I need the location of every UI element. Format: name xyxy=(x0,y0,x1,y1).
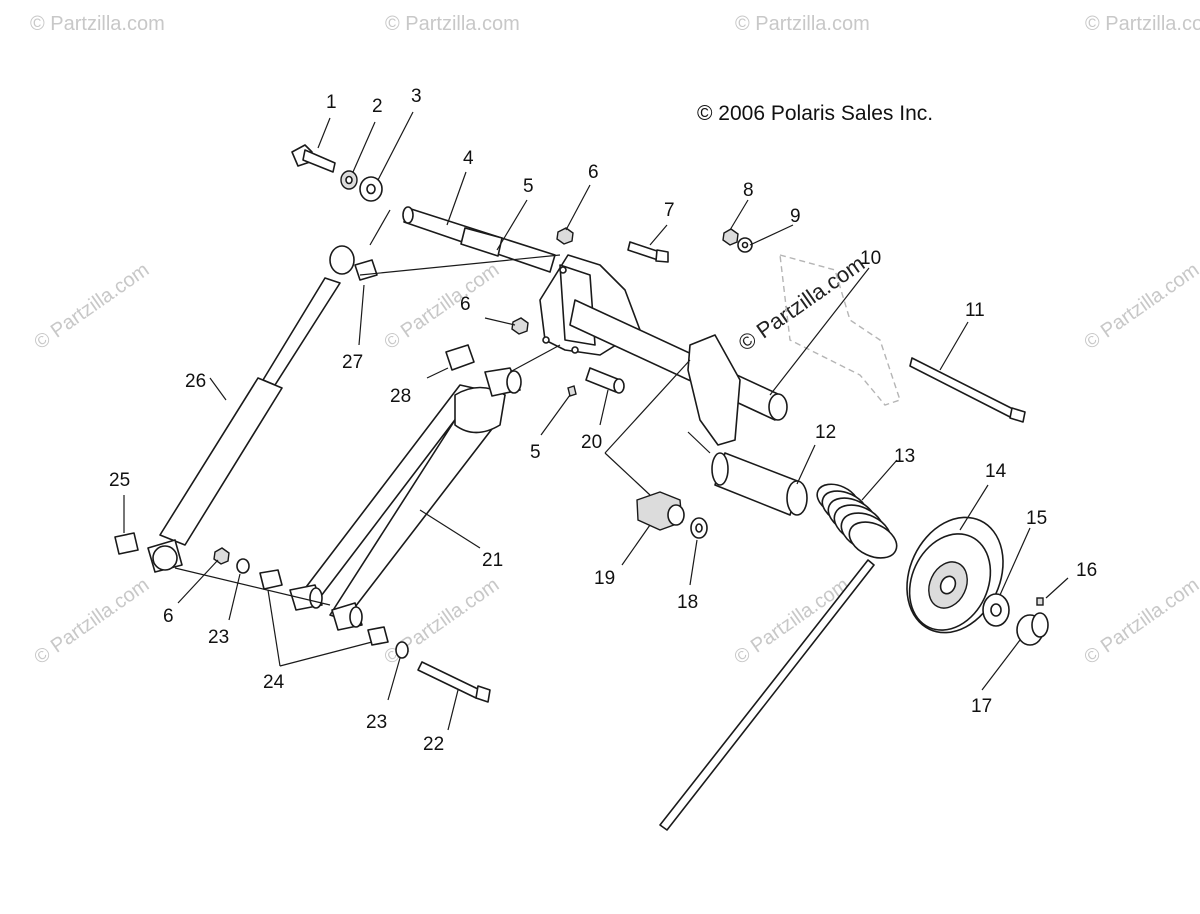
part-bolt-7 xyxy=(627,241,669,263)
callout-labels: 1 2 3 4 5 6 7 8 9 10 11 12 13 14 15 16 1… xyxy=(109,86,1097,755)
part-bushing-28 xyxy=(445,344,475,371)
watermark: © Partzilla.com xyxy=(1085,13,1200,35)
callout-9: 9 xyxy=(790,206,801,227)
callout-11: 11 xyxy=(965,300,985,321)
part-setscrew-16 xyxy=(1036,597,1044,606)
leader-lines xyxy=(123,111,1069,731)
watermark: © Partzilla.com xyxy=(730,574,853,669)
part-pin-20 xyxy=(585,367,625,394)
callout-1: 1 xyxy=(326,92,337,113)
part-bushing-top xyxy=(484,367,522,397)
part-bushing-24b xyxy=(367,626,389,646)
callout-5: 5 xyxy=(523,176,534,197)
part-nut-6b xyxy=(511,317,529,335)
part-sleeve-12 xyxy=(711,452,808,516)
part-spring-13 xyxy=(659,483,898,831)
callout-18: 18 xyxy=(677,592,698,613)
watermark: © Partzilla.com xyxy=(1080,259,1200,354)
callout-3: 3 xyxy=(411,86,422,107)
watermark: © Partzilla.com xyxy=(30,259,153,354)
watermark: © Partzilla.com xyxy=(1080,574,1200,669)
callout-20: 20 xyxy=(581,432,602,453)
callout-15: 15 xyxy=(1026,508,1047,529)
callout-28: 28 xyxy=(390,386,411,407)
watermark-center: © Partzilla.com xyxy=(734,251,870,357)
watermark: © Partzilla.com xyxy=(380,259,503,354)
callout-23: 23 xyxy=(208,627,229,648)
callout-27: 27 xyxy=(342,352,363,373)
part-bolt-11 xyxy=(909,357,1026,423)
part-bushing-27 xyxy=(354,259,378,281)
callout-14: 14 xyxy=(985,461,1007,482)
callout-8: 8 xyxy=(743,180,754,201)
part-fitting-5 xyxy=(567,385,577,397)
callout-19: 19 xyxy=(594,568,615,589)
callout-24: 24 xyxy=(263,672,285,693)
callout-26: 26 xyxy=(185,371,206,392)
watermark: © Partzilla.com xyxy=(735,13,870,35)
part-bushing-arm-b xyxy=(331,602,363,631)
callout-13: 13 xyxy=(894,446,915,467)
part-shaft-4 xyxy=(402,206,556,273)
part-bushing-25 xyxy=(114,532,139,555)
part-bushing-24a xyxy=(259,569,283,590)
callout-10: 10 xyxy=(860,248,881,269)
watermark: © Partzilla.com xyxy=(385,13,520,35)
part-shock-26 xyxy=(147,245,355,573)
part-washer-23b xyxy=(395,641,409,659)
callout-6b: 6 xyxy=(163,606,174,627)
callout-25: 25 xyxy=(109,470,130,491)
part-bracket xyxy=(539,254,788,446)
part-nut-8 xyxy=(722,228,739,246)
callout-21: 21 xyxy=(482,550,503,571)
callout-12: 12 xyxy=(815,422,836,443)
callout-2: 2 xyxy=(372,96,383,117)
callout-5b: 5 xyxy=(530,442,541,463)
watermark: © Partzilla.com xyxy=(30,574,153,669)
callout-6: 6 xyxy=(588,162,599,183)
copyright-text: © 2006 Polaris Sales Inc. xyxy=(697,102,933,125)
part-collar-17 xyxy=(1016,612,1049,646)
part-bolt-1 xyxy=(291,144,336,173)
part-block-19 xyxy=(636,491,685,531)
callout-6c: 6 xyxy=(460,294,471,315)
part-bushing-arm-a xyxy=(289,584,323,611)
part-bolt-22 xyxy=(417,661,491,703)
callout-7: 7 xyxy=(664,200,675,221)
callout-17: 17 xyxy=(971,696,992,717)
part-washer-23a xyxy=(236,558,250,574)
part-pulley-14 xyxy=(906,516,1004,634)
watermark: © Partzilla.com xyxy=(30,13,165,35)
callout-4: 4 xyxy=(463,148,474,169)
callout-16: 16 xyxy=(1076,560,1097,581)
frame-outline xyxy=(779,254,901,406)
callout-22: 22 xyxy=(423,734,444,755)
callout-23b: 23 xyxy=(366,712,387,733)
part-nut-6 xyxy=(556,227,574,245)
